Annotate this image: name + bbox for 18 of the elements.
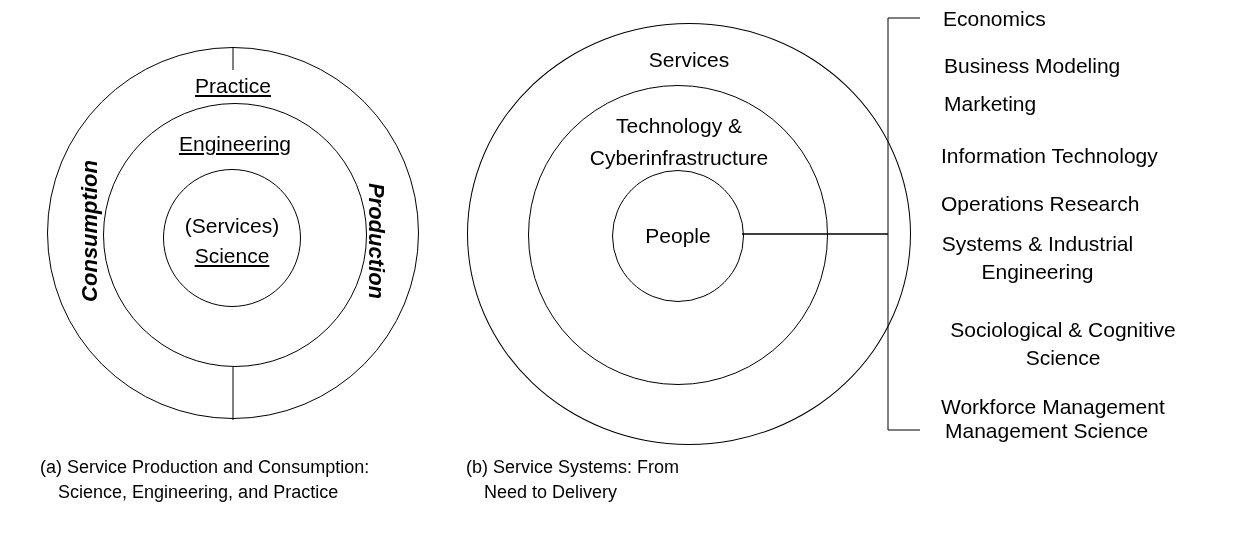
figure-caption: (b) Service Systems: From Need to Delivery — [466, 456, 681, 504]
circle-label: Technology & Cyberinfrastructure — [588, 113, 770, 171]
bracket-connector — [741, 233, 921, 431]
circle-label: (Services) — [184, 213, 280, 239]
discipline-text: Sociological & Cognitive Science — [938, 316, 1188, 372]
discipline-text: Business Modeling — [944, 52, 1194, 80]
discipline-text: Information Technology — [941, 142, 1231, 170]
discipline-text: Marketing — [944, 90, 1144, 118]
circle-label: Services — [648, 47, 730, 73]
circle-label: Engineering — [178, 131, 292, 157]
discipline-text: Operations Research — [941, 190, 1201, 218]
circle-label: Science — [194, 243, 270, 269]
discipline-text: Economics — [920, 5, 1120, 33]
circle-label: People — [645, 223, 711, 250]
circle-label: Consumption — [75, 160, 103, 302]
discipline-text: Systems & Industrial Engineering — [930, 230, 1145, 286]
figure-caption: (a) Service Production and Consumption: Science, Engineering, and Practice — [40, 456, 371, 504]
circle-label: Production — [362, 182, 390, 300]
